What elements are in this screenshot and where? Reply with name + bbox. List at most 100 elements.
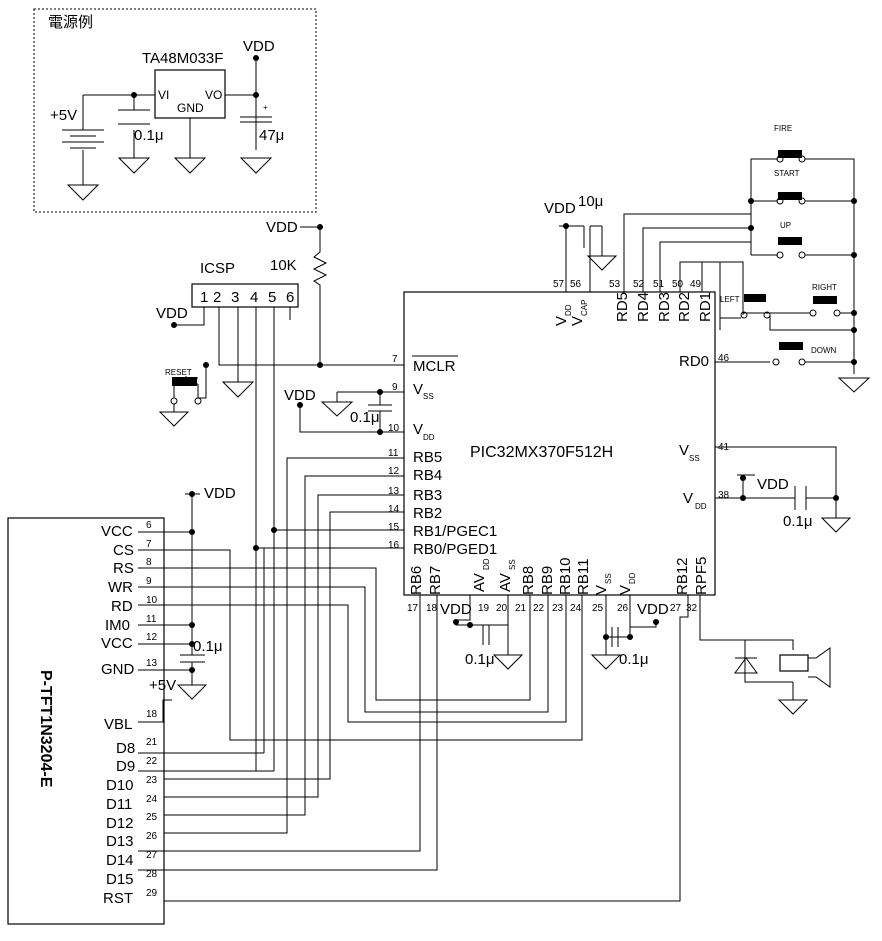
cap-out-label: 47μ [259, 127, 284, 144]
power-vdd-label: VDD [243, 38, 275, 55]
svg-text:D14: D14 [106, 852, 134, 869]
vdd26-vdd: VDD [637, 601, 669, 618]
svg-text:53: 53 [609, 279, 621, 290]
svg-text:11: 11 [388, 448, 399, 459]
top-vdd: VDD [544, 200, 576, 217]
svg-text:RD3: RD3 [656, 292, 673, 322]
right-caps: VDD 0.1μ [715, 446, 852, 533]
svg-text:D15: D15 [106, 871, 134, 888]
vi-label: VI [158, 88, 169, 102]
svg-text:RST: RST [103, 890, 133, 907]
svg-text:RD4: RD4 [635, 292, 652, 322]
fire-button[interactable]: FIRE [774, 124, 806, 163]
svg-text:V: V [569, 316, 586, 326]
svg-text:RD2: RD2 [676, 292, 693, 322]
buzzer [779, 654, 809, 672]
svg-text:RB6: RB6 [408, 566, 425, 595]
svg-text:7: 7 [146, 539, 152, 550]
svg-text:25: 25 [146, 812, 158, 823]
svg-text:RB7: RB7 [427, 566, 444, 595]
svg-text:RD: RD [111, 598, 133, 615]
left-button[interactable]: LEFT [720, 294, 771, 319]
svg-text:21: 21 [146, 737, 158, 748]
svg-text:RB3: RB3 [413, 487, 442, 504]
svg-text:22: 22 [533, 603, 545, 614]
svg-text:8: 8 [146, 557, 152, 568]
svg-text:27: 27 [670, 603, 682, 614]
cap-10u: 10μ [578, 193, 603, 210]
top-pins: 57 56 53 52 51 50 49 V DD V CAP RD5 RD4 … [553, 279, 714, 326]
lcd-plus5: +5V [149, 677, 176, 694]
svg-text:D8: D8 [116, 740, 135, 757]
svg-text:SS: SS [689, 454, 700, 463]
svg-text:57: 57 [553, 279, 565, 290]
svg-text:RB12: RB12 [674, 557, 691, 595]
svg-text:14: 14 [388, 504, 400, 515]
svg-text:27: 27 [146, 850, 158, 861]
svg-text:RPF5: RPF5 [693, 557, 710, 595]
svg-text:RD5: RD5 [614, 292, 631, 322]
icsp-pin5: 5 [268, 289, 276, 306]
svg-text:CAP: CAP [580, 300, 589, 316]
vss-cap-vdd: VDD [284, 387, 316, 404]
start-button[interactable]: START [774, 169, 806, 205]
svg-text:RB11: RB11 [575, 559, 592, 595]
svg-text:D11: D11 [106, 796, 132, 813]
svg-text:13: 13 [146, 658, 158, 669]
svg-text:VBL: VBL [104, 716, 132, 733]
regulator-label: TA48M033F [142, 50, 223, 67]
svg-text:13: 13 [388, 486, 400, 497]
reg-gnd-label: GND [177, 101, 204, 115]
svg-text:19: 19 [478, 603, 490, 614]
svg-text:46: 46 [718, 353, 730, 364]
svg-text:RB9: RB9 [539, 566, 556, 595]
svg-text:RB4: RB4 [413, 467, 442, 484]
mcu-name: PIC32MX370F512H [470, 444, 613, 461]
svg-text:7: 7 [392, 354, 398, 365]
svg-text:RB0/PGED1: RB0/PGED1 [413, 541, 497, 558]
mcu-vdd-right: V [683, 490, 693, 507]
svg-text:20: 20 [496, 603, 508, 614]
svg-text:22: 22 [146, 756, 158, 767]
svg-text:RS: RS [113, 560, 134, 577]
svg-text:SS: SS [604, 573, 613, 584]
svg-text:RB8: RB8 [520, 566, 537, 595]
vss-cap-label: 0.1μ [350, 409, 380, 426]
svg-text:DD: DD [423, 433, 435, 442]
svg-text:50: 50 [672, 279, 684, 290]
mclr-label: MCLR [413, 358, 456, 375]
svg-text:32: 32 [686, 603, 698, 614]
right-button[interactable]: RIGHT [809, 283, 841, 317]
up-button[interactable]: UP [776, 221, 806, 259]
svg-text:26: 26 [617, 603, 629, 614]
pullup-label: 10K [270, 257, 297, 274]
svg-text:15: 15 [388, 522, 400, 533]
svg-text:9: 9 [392, 382, 398, 393]
svg-text:10: 10 [146, 595, 158, 606]
svg-text:6: 6 [146, 520, 152, 531]
svg-text:12: 12 [146, 632, 158, 643]
svg-text:RB10: RB10 [557, 557, 574, 595]
svg-text:23: 23 [552, 603, 564, 614]
up-label: UP [780, 221, 791, 230]
svg-text:D13: D13 [106, 833, 134, 850]
svg-text:RB5: RB5 [413, 449, 442, 466]
left-label: LEFT [720, 295, 740, 304]
right-vdd: VDD [757, 476, 789, 493]
svg-text:V: V [593, 585, 610, 595]
svg-text:23: 23 [146, 775, 158, 786]
svg-text:RB2: RB2 [413, 505, 442, 522]
mcu-vss-left: V [413, 381, 423, 398]
svg-text:29: 29 [146, 888, 158, 899]
mcu-wiring: VDD 0.1μ VDD 10μ [138, 158, 778, 834]
svg-text:56: 56 [570, 279, 582, 290]
avdd-vdd: VDD [440, 601, 472, 618]
mcu: PIC32MX370F512H MCLR 7 V SS 9 V DD 10 RB… [388, 279, 730, 614]
svg-text:24: 24 [146, 794, 158, 805]
svg-text:18: 18 [426, 603, 438, 614]
power-example: 電源例 TA48M033F VI VO GND +5V VDD 0.1μ 47μ… [33, 8, 317, 213]
reset-label: RESET [165, 368, 192, 377]
icsp-vdd: VDD [156, 305, 188, 322]
